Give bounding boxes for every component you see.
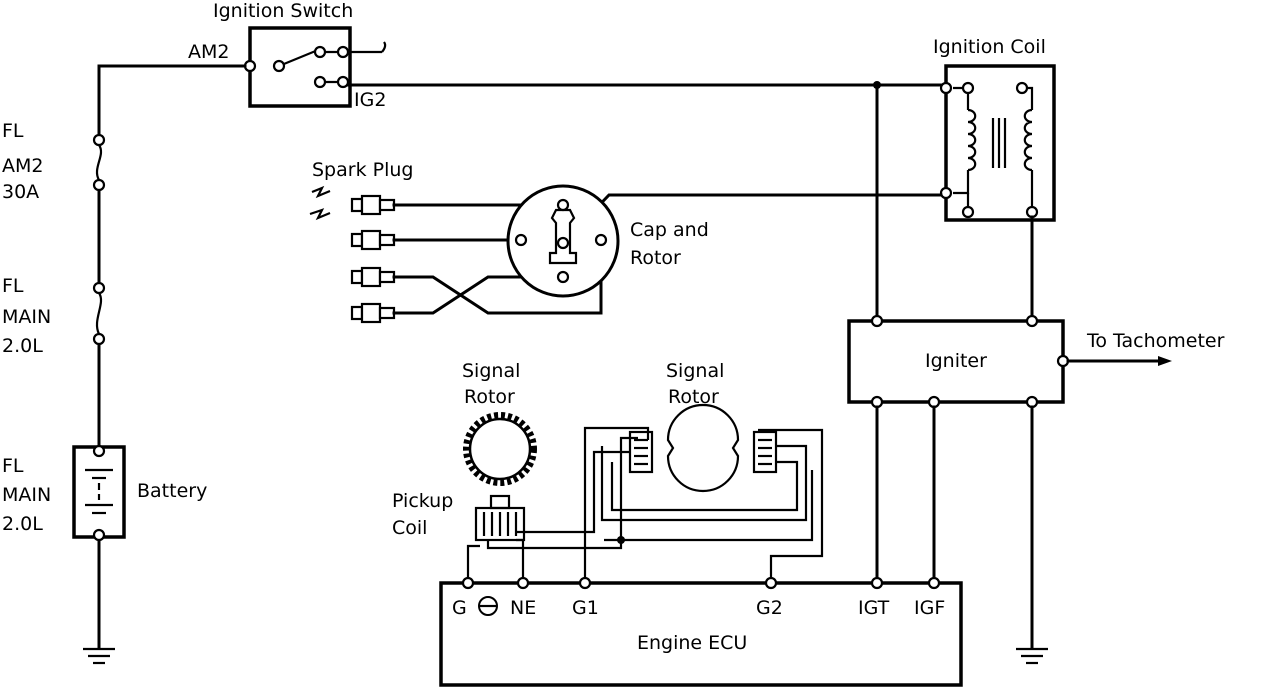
distributor-cap — [506, 184, 620, 298]
engine-ecu — [439, 576, 963, 687]
power-supply-wire — [97, 64, 247, 650]
sensor-wiring — [466, 426, 824, 578]
cap-rotor-label-line1: Cap and — [630, 219, 709, 241]
ecu-pin-ne: NE — [510, 597, 536, 619]
tachometer-output — [1066, 356, 1172, 366]
battery-fuse-label-line2: MAIN — [2, 484, 51, 506]
fuse-am2-label-line2: AM2 — [2, 155, 43, 177]
spark-plug-label: Spark Plug — [312, 159, 413, 181]
ignition-switch — [243, 26, 387, 108]
fuse-main-upper-label-line2: MAIN — [2, 306, 51, 328]
fuse-fl-am2 — [92, 133, 106, 192]
spark-icon — [309, 185, 331, 221]
signal-rotor-2-label-line2: Rotor — [668, 386, 719, 408]
ig2-terminal-label: IG2 — [354, 89, 386, 111]
battery-fuse-label-line3: 2.0L — [2, 513, 43, 535]
signal-rotor-1-label-line1: Signal — [462, 360, 520, 382]
ig2-wire — [346, 81, 948, 318]
engine-ecu-label: Engine ECU — [637, 632, 747, 654]
g2-pickup-coil — [752, 430, 778, 474]
ground-icon — [83, 647, 115, 665]
ecu-pin-igt: IGT — [858, 597, 890, 619]
ecu-pin-igf: IGF — [914, 597, 945, 619]
spark-plug-3 — [350, 266, 396, 288]
high-tension-wire — [560, 193, 943, 246]
ecu-pin-g2: G2 — [756, 597, 783, 619]
fuse-am2-label-line3: 30A — [2, 181, 39, 203]
g-signal-rotor — [666, 403, 740, 493]
fuse-main-upper-label-line3: 2.0L — [2, 335, 43, 357]
ecu-pin-g: G — [452, 597, 467, 619]
igniter-label: Igniter — [925, 350, 987, 372]
fuse-fl-main-upper — [92, 281, 106, 346]
signal-rotor-1-label-line2: Rotor — [464, 386, 515, 408]
spark-plug-2 — [350, 229, 396, 251]
ignition-switch-label: Ignition Switch — [213, 0, 353, 22]
igniter — [847, 314, 1070, 409]
spark-plugs — [309, 185, 396, 324]
fuse-am2-label-line1: FL — [2, 120, 24, 142]
ground-icon — [1016, 647, 1048, 665]
battery-label: Battery — [137, 480, 207, 502]
spark-plug-4 — [350, 302, 396, 324]
fuse-main-upper-label-line1: FL — [2, 275, 24, 297]
pickup-coil-label-line2: Coil — [392, 517, 427, 539]
signal-rotor-2-label-line1: Signal — [666, 360, 724, 382]
igniter-ecu-wires — [875, 405, 1034, 650]
am2-terminal-label: AM2 — [188, 41, 229, 63]
ignition-coil — [939, 64, 1056, 222]
minus-icon — [478, 596, 498, 616]
ignition-coil-label: Ignition Coil — [933, 36, 1046, 58]
battery-fuse-label-line1: FL — [2, 455, 24, 477]
spark-plug-1 — [350, 194, 396, 216]
battery — [72, 444, 126, 542]
pickup-coil-label-line1: Pickup — [392, 490, 453, 512]
cap-rotor-label-line2: Rotor — [630, 247, 681, 269]
ecu-pin-g1: G1 — [572, 597, 599, 619]
ne-pickup-coil — [474, 494, 526, 542]
to-tachometer-label: To Tachometer — [1086, 330, 1225, 352]
ne-signal-rotor — [463, 412, 537, 486]
